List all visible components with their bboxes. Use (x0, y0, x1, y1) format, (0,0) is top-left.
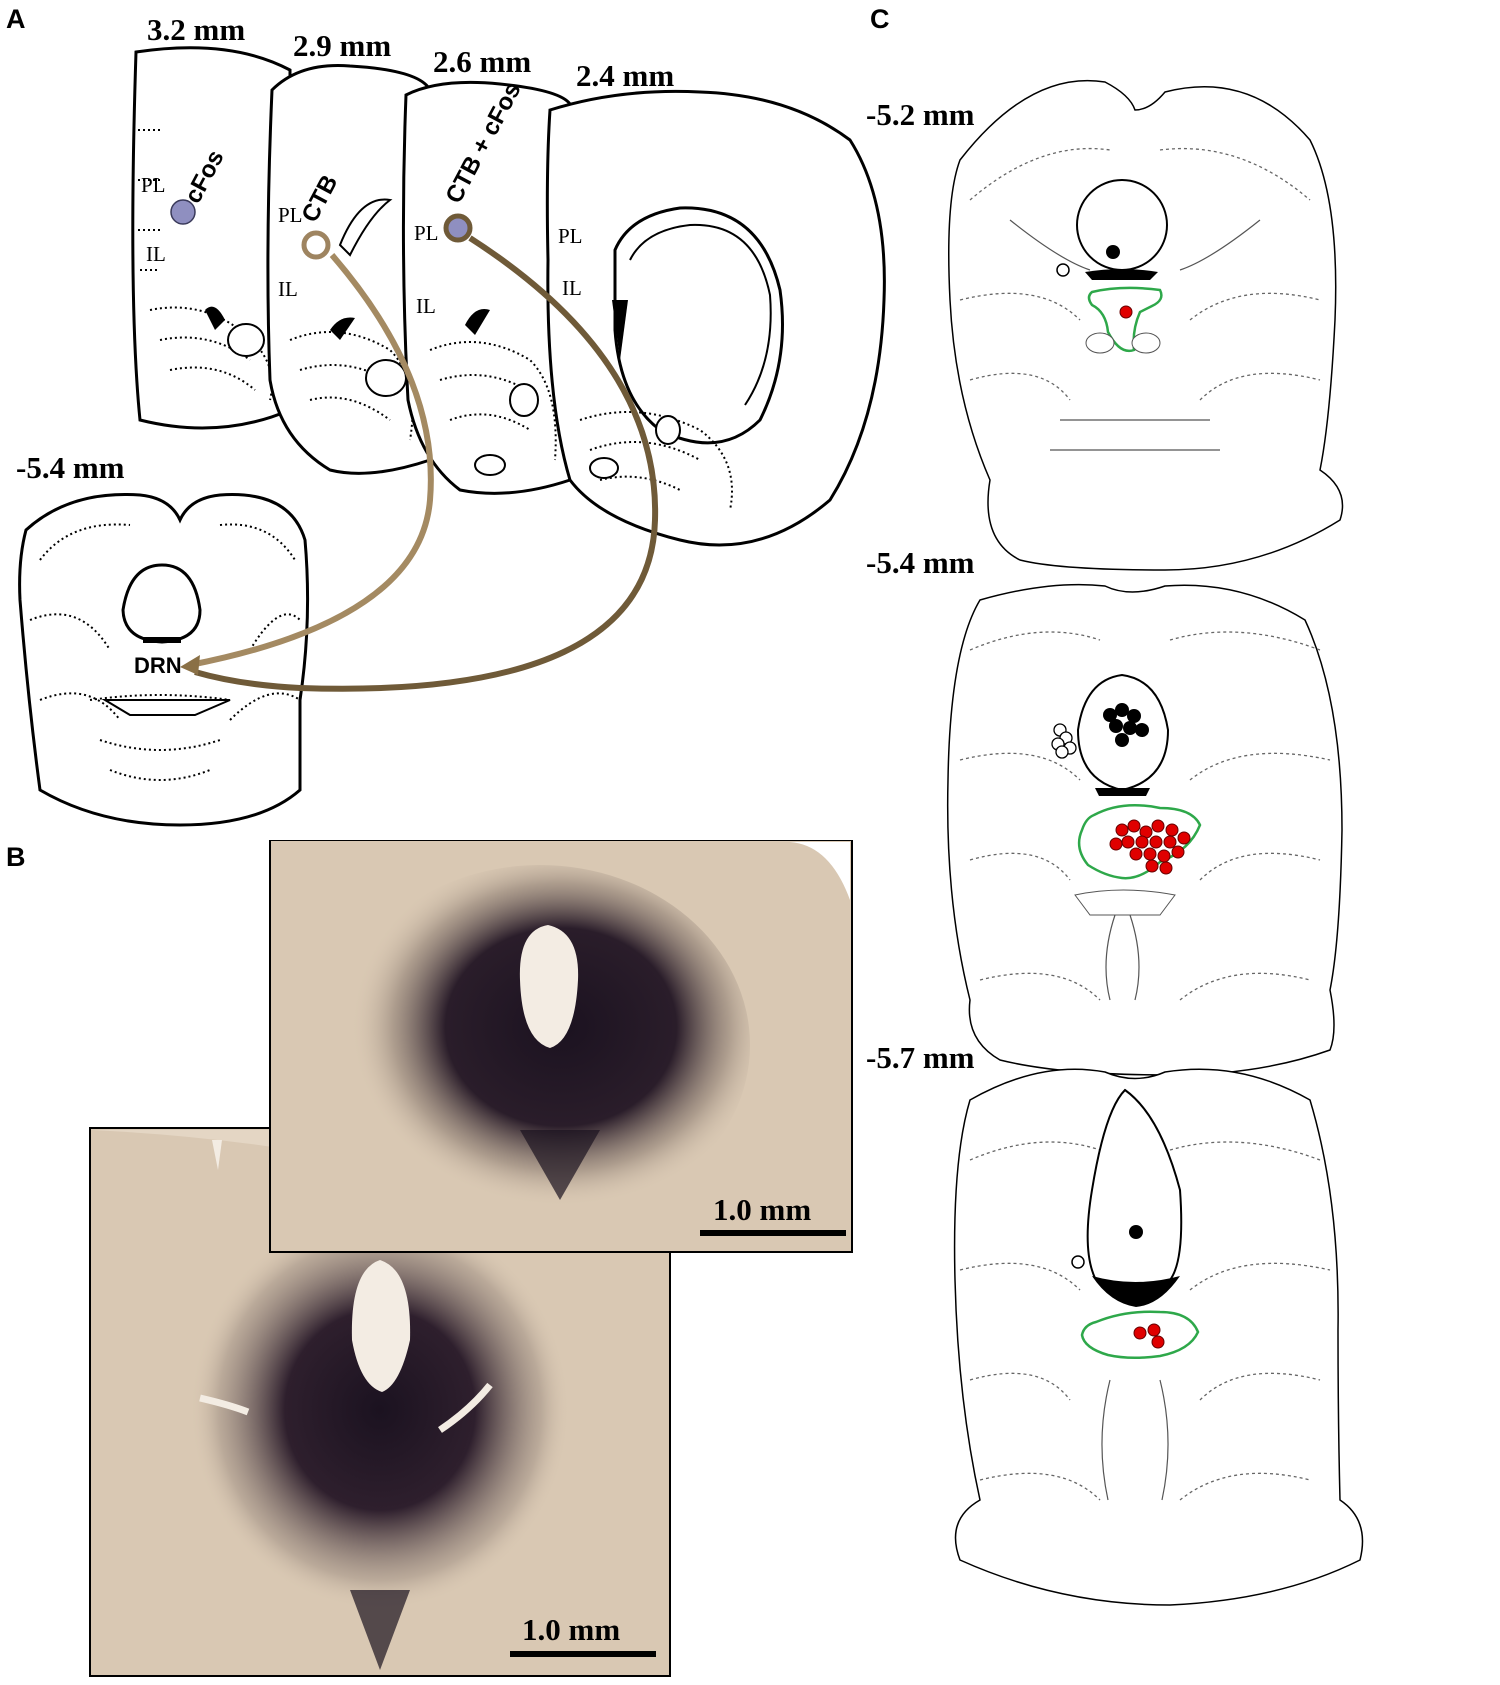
black-marker-cluster (1103, 703, 1149, 747)
brainstem-section-5-4mm: -5.4 mm DRN (16, 450, 310, 827)
level-5-4mm-label: -5.4 mm (866, 545, 975, 580)
red-marker-cluster (1109, 819, 1191, 875)
panel-b-letter: B (6, 842, 26, 872)
section-2-4mm: PL IL 2.4 mm (545, 58, 886, 547)
black-marker (1106, 245, 1120, 259)
level-2-4mm-label: 2.4 mm (576, 58, 674, 93)
section-c-5-7mm: -5.7 mm (866, 1040, 1364, 1606)
pl-label-4: PL (558, 224, 583, 248)
micrograph-top: 1.0 mm (269, 840, 853, 1253)
panel-c-diagram: -5.2 mm -5.4 mm (866, 79, 1364, 1606)
ctb-cfos-projection-arrow (194, 235, 659, 692)
level-2-9mm-label: 2.9 mm (293, 28, 391, 63)
section-2-9mm: PL IL CTB 2.9 mm (266, 28, 432, 475)
open-marker-cluster (1051, 723, 1077, 759)
drn-label: DRN (134, 653, 182, 678)
pl-label-1: PL (141, 173, 166, 197)
red-marker-cluster (1133, 1323, 1165, 1349)
red-marker (1119, 305, 1133, 319)
cfos-only-site-marker (170, 199, 196, 225)
il-label-1: IL (146, 242, 166, 266)
open-marker (1071, 1255, 1085, 1269)
ctb-only-site-marker (301, 230, 331, 260)
pl-label-3: PL (414, 221, 439, 245)
level-5-2mm-label: -5.2 mm (866, 97, 975, 132)
level-3-2mm-label: 3.2 mm (147, 12, 245, 47)
il-label-2: IL (278, 277, 298, 301)
black-marker (1129, 1225, 1143, 1239)
level-2-6mm-label: 2.6 mm (433, 44, 531, 79)
brainstem-level-label: -5.4 mm (16, 450, 125, 485)
panel-a-letter: A (6, 4, 26, 34)
scale-bar-bottom-label: 1.0 mm (522, 1612, 620, 1647)
section-c-5-2mm: -5.2 mm (866, 79, 1344, 571)
panel-b-micrographs: 1.0 mm 1.0 mm (89, 840, 853, 1677)
section-3-2mm: PL IL cFos 3.2 mm (131, 12, 292, 430)
il-label-4: IL (562, 276, 582, 300)
section-2-6mm: PL IL CTB + cFos 2.6 mm (401, 44, 572, 495)
panel-c-letter: C (870, 4, 890, 34)
ctb-projection-arrow (189, 253, 434, 668)
pl-label-2: PL (278, 203, 303, 227)
ctb-cfos-site-marker (443, 213, 473, 243)
level-5-7mm-label: -5.7 mm (866, 1040, 975, 1075)
scale-bar-top-label: 1.0 mm (713, 1192, 811, 1227)
arrowhead (180, 655, 200, 675)
section-c-5-4mm: -5.4 mm (866, 545, 1343, 1076)
il-label-3: IL (416, 294, 436, 318)
panel-a-diagram: PL IL cFos 3.2 mm PL IL CTB 2.9 mm PL IL… (16, 12, 886, 827)
open-marker (1056, 263, 1070, 277)
